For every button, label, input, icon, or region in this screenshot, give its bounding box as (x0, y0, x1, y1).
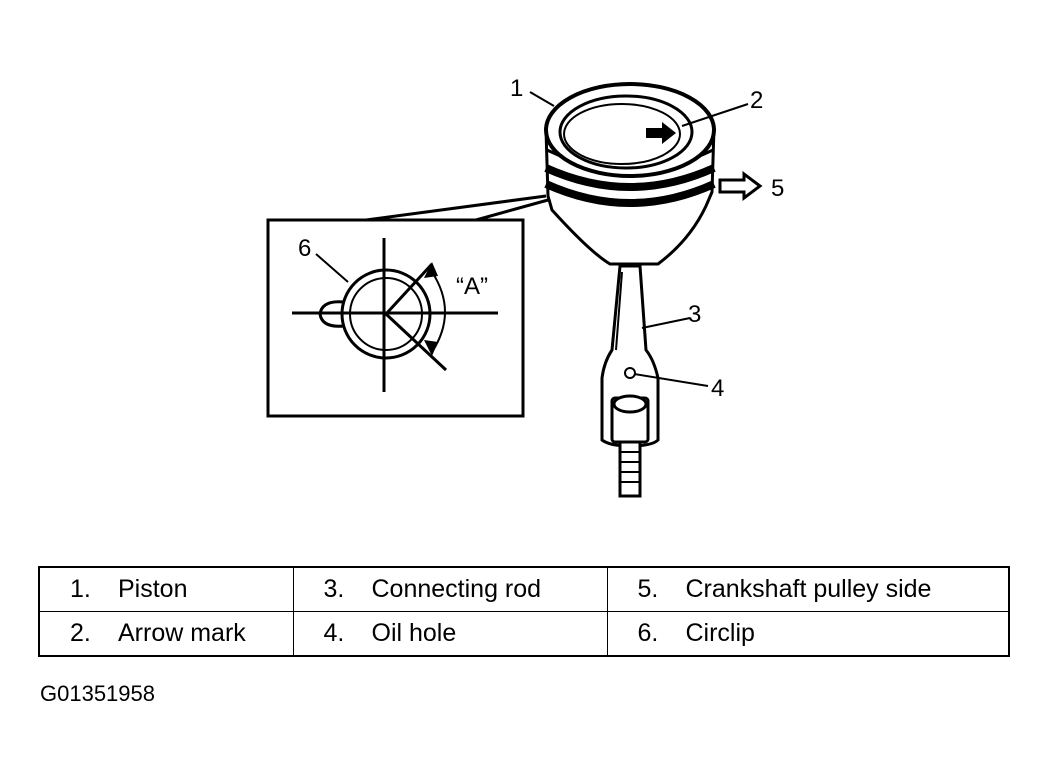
callout-leaders (315, 91, 749, 387)
legend-number: 5. (637, 575, 659, 603)
legend-cell: 5. Crankshaft pulley side (606, 566, 1010, 612)
callout-6: 6 (298, 235, 311, 262)
legend-label: Arrow mark (118, 619, 246, 647)
circlip-detail-box (266, 218, 525, 418)
legend-label: Circlip (685, 619, 755, 647)
legend-label: Crankshaft pulley side (685, 575, 932, 603)
legend-number: 3. (323, 575, 345, 603)
piston-diagram: 1 2 5 3 4 6 “A” (266, 75, 784, 498)
piston (544, 82, 716, 266)
legend-number: 6. (637, 619, 659, 647)
legend-label: Connecting rod (371, 575, 542, 603)
callout-3: 3 (688, 301, 701, 328)
legend-label: Oil hole (371, 619, 457, 647)
detail-a-label: “A” (456, 273, 488, 300)
legend-row: 2. Arrow mark 4. Oil hole 6. Circlip (38, 611, 1010, 657)
legend-number: 1. (70, 575, 91, 603)
legend-cell: 6. Circlip (606, 611, 1010, 657)
figure-id: G01351958 (40, 681, 155, 706)
oil-hole (624, 367, 636, 379)
legend-table: 1. Piston 3. Connecting rod 5. Crankshaft p… (38, 566, 1010, 657)
legend-number: 4. (323, 619, 345, 647)
detail-leader-lines (365, 194, 549, 222)
legend-cell: 2. Arrow mark (38, 611, 294, 657)
legend-cell: 3. Connecting rod (292, 566, 608, 612)
callout-1: 1 (510, 75, 523, 102)
arrow-mark (646, 122, 676, 144)
callout-4: 4 (711, 375, 724, 402)
connecting-rod (600, 264, 660, 498)
legend-row: 1. Piston 3. Connecting rod 5. Crankshaft p… (38, 566, 1010, 612)
pulley-side-arrow (718, 171, 763, 201)
legend-cell: 4. Oil hole (292, 611, 608, 657)
legend-cell: 1. Piston (38, 566, 294, 612)
legend-label: Piston (118, 575, 188, 603)
callout-2: 2 (750, 87, 763, 114)
legend-number: 2. (70, 619, 91, 647)
callout-5: 5 (771, 175, 784, 202)
